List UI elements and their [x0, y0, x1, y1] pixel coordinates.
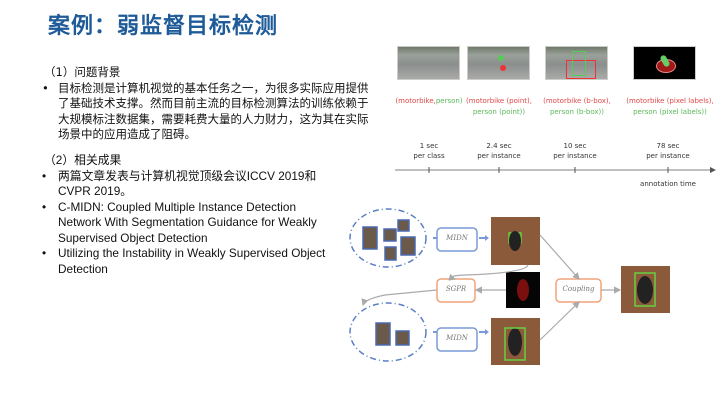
cmidn-diagram: MIDN MIDN SGPR Coupling	[345, 205, 720, 375]
bullet: 两篇文章发表与计算机视觉顶级会议ICCV 2019和CVPR 2019。	[40, 169, 340, 200]
midn-bottom-box: MIDN	[446, 334, 468, 342]
bullet: 目标检测是计算机视觉的基本任务之一，为很多实际应用提供了基础技术支撑。然而目前主…	[40, 81, 370, 143]
axis-label: annotation time	[640, 180, 696, 188]
section-heading: （1）问题背景	[44, 65, 121, 79]
slide-title: 案例：弱监督目标检测	[48, 14, 279, 39]
diagram-graphics	[349, 208, 670, 365]
label-pixel: (motorbike (pixel labels),person (pixel …	[626, 97, 714, 116]
label-point: (motorbike (point),person (point))	[465, 97, 532, 116]
sgpr-box: SGPR	[445, 285, 467, 293]
label-bbox: (motorbike (b-box),person (b-box))	[543, 97, 611, 116]
motorbike-bbox-image	[545, 46, 608, 80]
bullet: C-MIDN: Coupled Multiple Instance Detect…	[40, 200, 340, 247]
bullet: Utilizing the Instability in Weakly Supe…	[40, 246, 340, 277]
motorbike-image	[397, 46, 460, 80]
motorbike-pixel-image	[633, 46, 696, 80]
section-background: （1）问题背景 目标检测是计算机视觉的基本任务之一，为很多实际应用提供了基础技术…	[40, 65, 370, 143]
annotation-cost-figure: (motorbike,person) (motorbike (point),pe…	[390, 40, 720, 195]
section-heading: （2）相关成果	[44, 153, 122, 167]
time-axis	[395, 167, 716, 173]
midn-top-box: MIDN	[446, 234, 468, 242]
motorbike-point-image	[467, 46, 530, 80]
label-image-level: (motorbike,person)	[395, 97, 463, 105]
coupling-box: Coupling	[562, 285, 595, 293]
section-results: （2）相关成果 两篇文章发表与计算机视觉顶级会议ICCV 2019和CVPR 2…	[40, 153, 340, 277]
